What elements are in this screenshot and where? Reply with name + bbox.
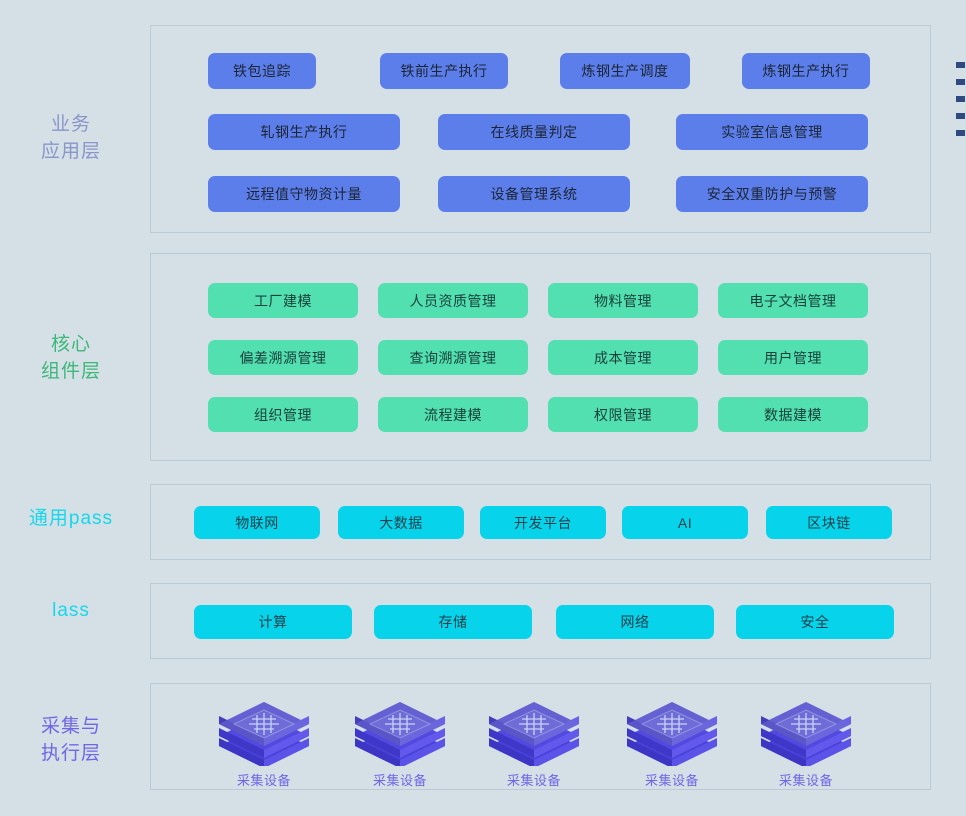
chip-zha-gang-sheng-chan-zhi-xing[interactable]: 轧钢生产执行 [208,114,400,150]
collection-device-icon [627,702,717,766]
layer-label-business-application: 业务 应用层 [40,114,101,162]
chip-gong-chang-jian-mo[interactable]: 工厂建模 [208,283,358,318]
chip-kai-fa-ping-tai[interactable]: 开发平台 [480,506,606,539]
chip-liu-cheng-jian-mo[interactable]: 流程建模 [378,397,528,432]
chip-an-quan[interactable]: 安全 [736,605,894,639]
chip-tie-bao-zhui-zong[interactable]: 铁包追踪 [208,53,316,89]
bullet-marker [956,96,965,102]
collection-device-icon [355,702,445,766]
bullet-marker [956,79,965,85]
device-label: 采集设备 [506,773,561,788]
device-collection-3[interactable]: 采集设备 [479,694,589,789]
collection-device-icon [489,702,579,766]
chip-quan-xian-guan-li[interactable]: 权限管理 [548,397,698,432]
device-label: 采集设备 [236,773,291,788]
chip-pian-cha-su-yuan-guan-li[interactable]: 偏差溯源管理 [208,340,358,375]
chip-zai-xian-zhi-liang-pan-ding[interactable]: 在线质量判定 [438,114,630,150]
panel-general-paas [150,484,931,560]
layer-label-general-paas: 通用pass [28,508,114,529]
chip-ji-suan[interactable]: 计算 [194,605,352,639]
chip-an-quan-shuang-zhong-fang-hu-yu-yu-jing[interactable]: 安全双重防护与预警 [676,176,868,212]
chip-lian-gang-sheng-chan-diao-du[interactable]: 炼钢生产调度 [560,53,690,89]
bullet-marker [956,130,965,136]
device-collection-2[interactable]: 采集设备 [345,694,455,789]
chip-dian-zi-wen-dang-guan-li[interactable]: 电子文档管理 [718,283,868,318]
bullet-marker [956,62,965,68]
chip-shu-ju-jian-mo[interactable]: 数据建模 [718,397,868,432]
layer-label-iaas: lass [52,600,90,621]
bullet-marker [956,113,965,119]
chip-ai[interactable]: AI [622,506,748,539]
chip-ren-yuan-zi-zhi-guan-li[interactable]: 人员资质管理 [378,283,528,318]
chip-cheng-ben-guan-li[interactable]: 成本管理 [548,340,698,375]
device-label: 采集设备 [778,773,833,788]
chip-she-bei-guan-li-xi-tong[interactable]: 设备管理系统 [438,176,630,212]
chip-cha-xun-su-yuan-guan-li[interactable]: 查询溯源管理 [378,340,528,375]
chip-shi-yan-shi-xin-xi-guan-li[interactable]: 实验室信息管理 [676,114,868,150]
layer-label-collection-execution: 采集与 执行层 [40,716,101,764]
panel-core-component [150,253,931,461]
chip-wang-luo[interactable]: 网络 [556,605,714,639]
device-collection-5[interactable]: 采集设备 [751,694,861,789]
device-collection-1[interactable]: 采集设备 [209,694,319,789]
device-label: 采集设备 [372,773,427,788]
device-label: 采集设备 [644,773,699,788]
chip-qu-kuai-lian[interactable]: 区块链 [766,506,892,539]
panel-business-application [150,25,931,233]
collection-device-icon [219,702,309,766]
chip-wu-lian-wang[interactable]: 物联网 [194,506,320,539]
chip-yuan-cheng-zhi-shou-wu-zi-ji-liang[interactable]: 远程值守物资计量 [208,176,400,212]
device-collection-4[interactable]: 采集设备 [617,694,727,789]
panel-collection-execution [150,683,931,790]
chip-wu-liao-guan-li[interactable]: 物料管理 [548,283,698,318]
chip-zu-zhi-guan-li[interactable]: 组织管理 [208,397,358,432]
chip-da-shu-ju[interactable]: 大数据 [338,506,464,539]
edge-bullet-list [956,62,966,147]
chip-tie-qian-sheng-chan-zhi-xing[interactable]: 铁前生产执行 [380,53,508,89]
chip-cun-chu[interactable]: 存储 [374,605,532,639]
chip-lian-gang-sheng-chan-zhi-xing[interactable]: 炼钢生产执行 [742,53,870,89]
collection-device-icon [761,702,851,766]
panel-iaas [150,583,931,659]
layer-label-core-component: 核心 组件层 [40,334,101,382]
chip-yong-hu-guan-li[interactable]: 用户管理 [718,340,868,375]
